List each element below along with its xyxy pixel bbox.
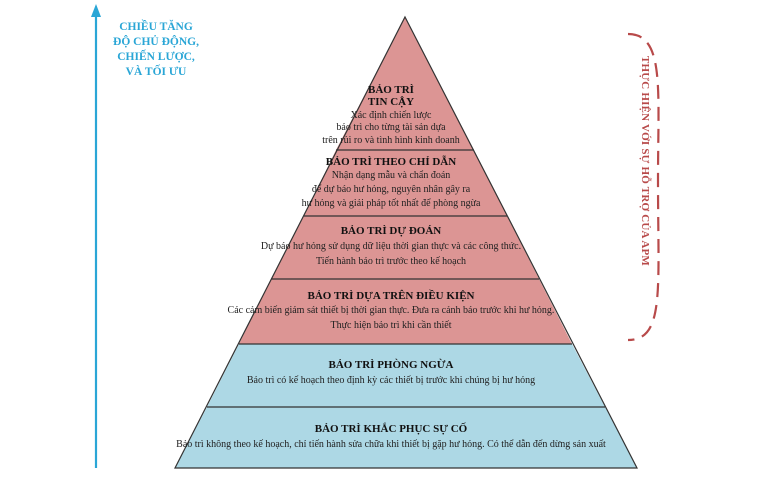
tier-title-condition-based: BẢO TRÌ DỰA TRÊN ĐIỀU KIỆN xyxy=(307,290,475,302)
apm-support-bracket xyxy=(627,32,660,342)
tier-desc-prescriptive-line: hư hỏng và giải pháp tốt nhất để phòng n… xyxy=(301,198,481,209)
axis-label-line: CHIỀU TĂNG xyxy=(119,21,193,33)
tier-desc-condition-based-line: Các cảm biến giám sát thiết bị thời gian… xyxy=(227,305,555,316)
axis-arrow-head xyxy=(91,4,101,17)
tier-desc-prescriptive-line: Nhận dạng mẫu và chẩn đoán xyxy=(331,170,451,181)
tier-band-preventive xyxy=(207,344,605,407)
axis-label-line: CHIẾN LƯỢC, xyxy=(117,51,195,63)
tier-desc-corrective-line: Bảo trì không theo kế hoạch, chỉ tiến hà… xyxy=(176,439,606,450)
tier-desc-predictive-line: Dự báo hư hỏng sử dụng dữ liệu thời gian… xyxy=(260,241,522,252)
tier-title-preventive: BẢO TRÌ PHÒNG NGỪA xyxy=(328,359,454,371)
tier-title-prescriptive: BẢO TRÌ THEO CHỈ DẪN xyxy=(325,156,457,168)
tier-desc-reliability-line: bảo trì cho từng tài sản dựa xyxy=(336,122,446,133)
tier-desc-predictive-line: Tiến hành bảo trì trước theo kế hoạch xyxy=(315,256,467,267)
tier-desc-condition-based-line: Thực hiện bảo trì khi cần thiết xyxy=(330,320,452,331)
tier-band-prescriptive xyxy=(304,150,507,216)
axis-label-line: ĐỘ CHỦ ĐỘNG, xyxy=(113,36,199,48)
tier-band-condition-based xyxy=(239,279,572,344)
tier-desc-reliability-line: Xác định chiến lược xyxy=(350,110,432,121)
tier-title-predictive: BẢO TRÌ DỰ ĐOÁN xyxy=(340,225,442,237)
tier-desc-reliability-line: trên rủi ro và tình hình kinh doanh xyxy=(322,135,460,146)
tier-title-reliability-line-2: TIN CẬY xyxy=(367,96,415,108)
tier-desc-preventive-line: Bảo trì có kế hoạch theo định kỳ các thi… xyxy=(246,375,536,386)
axis-label-line: VÀ TỐI ƯU xyxy=(125,66,187,78)
tier-band-corrective xyxy=(175,407,637,468)
tier-title-corrective: BẢO TRÌ KHẮC PHỤC SỰ CỐ xyxy=(314,423,468,435)
pyramid-outline xyxy=(174,15,638,469)
tier-band-reliability xyxy=(336,17,474,150)
tier-desc-prescriptive-line: để dự báo hư hỏng, nguyên nhân gây ra xyxy=(311,184,471,195)
tier-band-predictive xyxy=(271,216,539,279)
tier-title-reliability-line-1: BẢO TRÌ xyxy=(368,84,414,96)
axis-label: CHIỀU TĂNG ĐỘ CHỦ ĐỘNG, CHIẾN LƯỢC, VÀ T… xyxy=(108,20,204,80)
